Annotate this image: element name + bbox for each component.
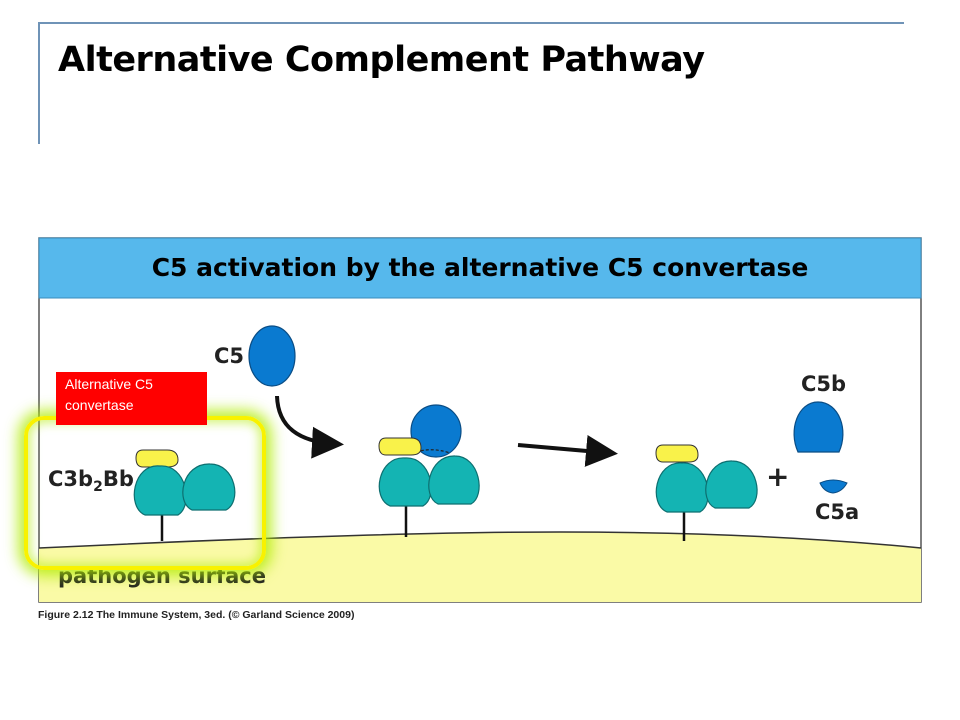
convertase-complex-stage2 <box>378 404 480 537</box>
slide-left-rule <box>38 22 40 144</box>
figure-header: C5 activation by the alternative C5 conv… <box>152 253 809 282</box>
c5b-label: C5b <box>801 372 846 396</box>
bb-domain-left <box>133 465 187 516</box>
bb-domain-right <box>428 455 480 505</box>
bb-domain-right <box>705 460 758 509</box>
slide-top-rule <box>40 22 904 24</box>
slide-title: Alternative Complement Pathway <box>58 40 705 80</box>
complex-label: C3b2Bb <box>48 467 134 495</box>
bb-domain-left <box>378 457 432 507</box>
pathogen-surface <box>39 532 921 602</box>
convertase-complex-stage1 <box>133 449 236 541</box>
binding-arrow <box>275 395 344 459</box>
c5b-fragment <box>793 401 844 453</box>
convertase-highlight-ring <box>24 416 266 570</box>
convertase-callout: Alternative C5 convertase <box>56 372 207 425</box>
figure-caption: Figure 2.12 The Immune System, 3ed. (© G… <box>38 609 355 621</box>
plus-sign: + <box>766 460 789 493</box>
c3b-domain <box>655 444 699 463</box>
c5a-label: C5a <box>815 500 859 524</box>
c5-bound <box>410 404 462 458</box>
membrane-edge <box>38 531 922 549</box>
callout-line-1: Alternative C5 <box>65 376 153 392</box>
callout-line-2: convertase <box>65 397 134 413</box>
c5a-fragment <box>819 479 848 494</box>
cleavage-arrow <box>517 434 618 467</box>
c3b-domain <box>378 437 422 456</box>
convertase-complex-stage3 <box>655 444 758 541</box>
bb-domain-left <box>655 462 709 513</box>
c5-label: C5 <box>214 344 244 368</box>
bb-domain-right <box>182 463 236 511</box>
figure-header-band <box>38 237 922 299</box>
c5-molecule <box>248 325 296 387</box>
